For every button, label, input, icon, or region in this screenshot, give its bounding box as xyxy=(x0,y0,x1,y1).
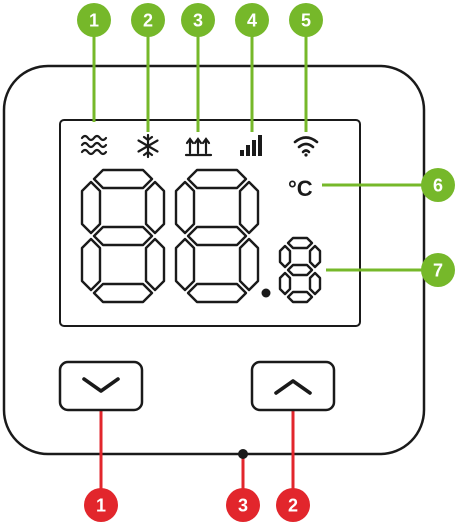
svg-text:3: 3 xyxy=(238,496,248,516)
lcd-segment xyxy=(286,236,314,250)
svg-text:6: 6 xyxy=(433,176,443,196)
lcd-segment xyxy=(238,237,260,292)
svg-text:2: 2 xyxy=(143,11,153,31)
lcd-segment xyxy=(278,271,292,296)
chevron-up-icon xyxy=(274,379,312,395)
lcd-segment xyxy=(186,168,248,190)
callout-badge-1: 1 xyxy=(77,3,111,37)
lcd-segment xyxy=(80,237,102,292)
decimal-point xyxy=(261,288,271,298)
callout-badge-4: 4 xyxy=(235,3,269,37)
svg-text:1: 1 xyxy=(89,11,99,31)
waves-icon xyxy=(80,134,108,156)
wifi-icon xyxy=(293,136,319,157)
callout-badge-3: 3 xyxy=(181,3,215,37)
svg-text:7: 7 xyxy=(433,261,443,281)
lcd-segment xyxy=(92,225,154,247)
lcd-segment xyxy=(144,180,166,235)
red-callout-badge-up: 2 xyxy=(276,488,310,522)
small-digit xyxy=(278,236,322,304)
lcd-segment xyxy=(238,180,260,235)
lcd-segment xyxy=(186,282,248,304)
red-callout-badge-reset: 3 xyxy=(226,488,260,522)
heating-icon xyxy=(184,137,213,157)
up-button[interactable] xyxy=(250,360,336,412)
snowflake-icon xyxy=(137,133,159,159)
lcd-segment xyxy=(286,263,314,277)
callout-badge-5: 5 xyxy=(289,3,323,37)
lcd-segment xyxy=(308,244,322,269)
svg-text:5: 5 xyxy=(301,11,311,31)
svg-text:4: 4 xyxy=(247,11,257,31)
signal-bars-icon xyxy=(240,135,262,156)
callout-badge-6: 6 xyxy=(421,168,455,202)
reset-pinhole[interactable] xyxy=(238,449,248,459)
lcd-segment xyxy=(278,244,292,269)
lcd-segment xyxy=(186,225,248,247)
svg-text:1: 1 xyxy=(96,496,106,516)
lcd-segment xyxy=(92,168,154,190)
unit-label: °C xyxy=(288,176,313,201)
lcd-segment xyxy=(286,290,314,304)
callout-badge-2: 2 xyxy=(131,3,165,37)
lcd-segment xyxy=(144,237,166,292)
lcd-segment xyxy=(174,237,196,292)
lcd-segment xyxy=(80,180,102,235)
lcd-segment xyxy=(308,271,322,296)
red-callout-badge-down: 1 xyxy=(84,488,118,522)
chevron-down-icon xyxy=(82,377,120,393)
down-button[interactable] xyxy=(58,360,144,412)
callout-badge-7: 7 xyxy=(421,253,455,287)
lcd-segment xyxy=(92,282,154,304)
lcd-segment xyxy=(174,180,196,235)
svg-text:3: 3 xyxy=(193,11,203,31)
big-digit-1 xyxy=(80,168,166,304)
big-digit-2 xyxy=(174,168,260,304)
svg-text:2: 2 xyxy=(288,496,298,516)
